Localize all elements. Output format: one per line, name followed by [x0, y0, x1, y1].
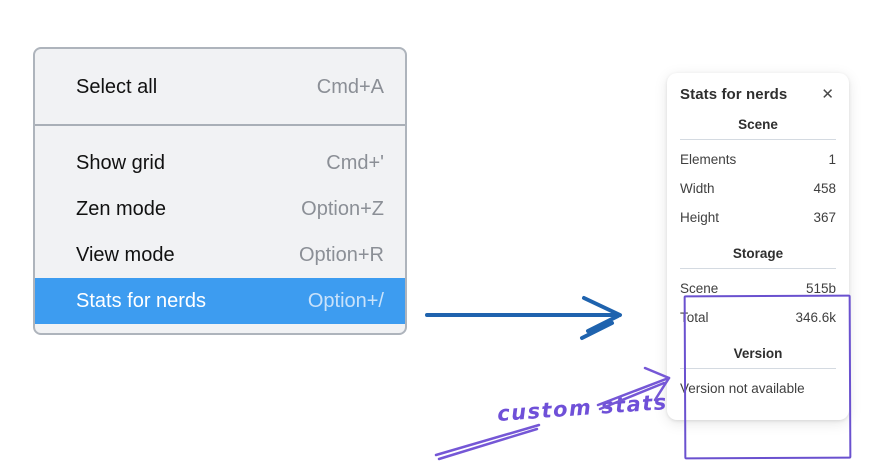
menu-item-shortcut: Option+Z [301, 198, 384, 220]
menu-item-view-mode[interactable]: View mode Option+R [35, 232, 405, 278]
stats-panel-body: Scene Elements 1 Width 458 Height 367 St… [680, 117, 852, 460]
divider [680, 268, 836, 269]
menu-item-shortcut: Option+/ [307, 290, 384, 312]
close-icon[interactable]: ✕ [821, 86, 834, 103]
menu-item-label: Show grid [76, 152, 165, 174]
stat-label: Total [680, 310, 709, 325]
version-note: Version not available [680, 381, 805, 396]
divider [680, 139, 836, 140]
stat-label: Elements [680, 152, 737, 167]
menu-item-stats-for-nerds[interactable]: Stats for nerds Option+/ [35, 278, 405, 324]
section-heading-scene: Scene [738, 117, 778, 132]
menu-item-show-grid[interactable]: Show grid Cmd+' [35, 140, 405, 186]
stats-panel-header: Stats for nerds ✕ [680, 86, 836, 103]
stat-label: Width [680, 181, 715, 196]
custom-stats-arrow [434, 366, 671, 461]
menu-item-label: Zen mode [76, 198, 167, 220]
stat-row-scene-storage: Scene 515b [680, 274, 836, 303]
stat-label: Height [680, 210, 720, 225]
section-heading-version: Version [733, 346, 783, 361]
stats-panel-title: Stats for nerds [680, 86, 788, 103]
stat-value: 515b [805, 281, 836, 296]
menu-section-top: Select all Cmd+A [35, 49, 405, 124]
menu-item-zen-mode[interactable]: Zen mode Option+Z [35, 186, 405, 232]
stat-value: 346.6k [795, 310, 836, 325]
menu-item-label: Stats for nerds [76, 290, 207, 312]
stat-row-total-storage: Total 346.6k [680, 303, 836, 332]
menu-item-shortcut: Cmd+A [316, 76, 384, 98]
menu-item-label: View mode [76, 244, 175, 266]
menu-separator [35, 124, 405, 126]
menu-item-label: Select all [76, 76, 158, 98]
stat-value: 367 [813, 210, 836, 225]
stat-row-height: Height 367 [680, 203, 836, 232]
stat-row-width: Width 458 [680, 174, 836, 203]
menu-section-main: Show grid Cmd+' Zen mode Option+Z View m… [35, 126, 405, 333]
stat-label: Scene [680, 281, 719, 296]
menu-item-shortcut: Cmd+' [326, 152, 384, 174]
stat-value: 458 [813, 181, 836, 196]
menu-to-panel-arrow [425, 296, 622, 340]
menu-item-shortcut: Option+R [298, 244, 384, 266]
context-menu: Select all Cmd+A Show grid Cmd+' Zen mod… [33, 47, 407, 335]
stats-panel: Stats for nerds ✕ Scene Elements 1 Width… [667, 73, 852, 460]
divider [680, 368, 836, 369]
stat-value: 1 [828, 152, 836, 167]
menu-item-select-all[interactable]: Select all Cmd+A [35, 64, 405, 110]
section-heading-storage: Storage [732, 246, 784, 261]
stat-row-elements: Elements 1 [680, 145, 836, 174]
